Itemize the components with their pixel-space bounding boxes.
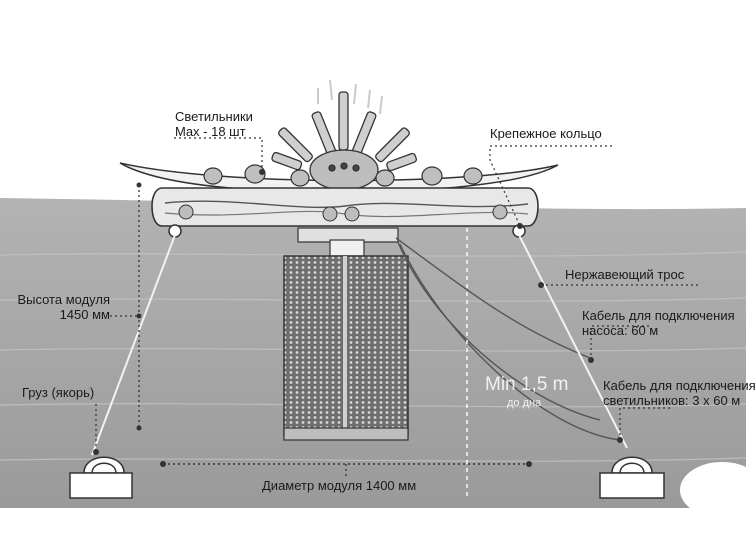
steel-cable-label: Нержавеющий трос — [565, 267, 685, 282]
weight-anchor-label: Груз (якорь) — [22, 385, 95, 400]
lights-label-line1: Светильники — [175, 109, 253, 124]
floating-ring — [151, 187, 539, 227]
leader-lines — [95, 137, 700, 452]
lights-label: Светильники Max - 18 шт — [175, 109, 253, 139]
lamp-row — [203, 164, 483, 187]
pump-cable-label-line1: Кабель для подключения — [582, 308, 735, 323]
lights-cable-label-line1: Кабель для подключения — [603, 378, 756, 393]
anchor-right — [599, 456, 665, 499]
pump-cable-label-clip: Кабель для подключения насоса: 60 м — [582, 308, 746, 342]
min-depth-sublabel: до дна — [507, 397, 542, 409]
seabed-rock — [680, 462, 756, 518]
mount-ring-label: Крепежное кольцо — [490, 126, 602, 141]
fountain-spray — [317, 79, 383, 115]
anchor-left — [69, 456, 133, 499]
lights-label-line2: Max - 18 шт — [175, 124, 246, 139]
leader-dots — [93, 169, 623, 455]
pump-cable-label-line2: насоса: 60 м — [582, 323, 659, 338]
min-depth-label: Min 1,5 m — [485, 374, 569, 395]
anchor-rope-right — [518, 234, 628, 449]
power-cables — [395, 237, 621, 441]
anchor-rope-left — [91, 234, 176, 456]
height-label: Высота модуля 1450 мм — [8, 292, 110, 322]
seabed — [0, 508, 746, 559]
height-label-line1: Высота модуля — [17, 292, 110, 307]
pump-cable-label: Кабель для подключения насоса: 60 м — [582, 308, 735, 338]
lights-cable-label: Кабель для подключения светильников: 3 х… — [603, 378, 756, 408]
height-label-line2: 1450 мм — [59, 307, 110, 322]
lights-cable-label-line2: светильников: 3 х 60 м — [603, 393, 741, 408]
lights-cable-label-clip: Кабель для подключения светильников: 3 х… — [603, 378, 756, 412]
diameter-label: Диаметр модуля 1400 мм — [262, 478, 417, 493]
